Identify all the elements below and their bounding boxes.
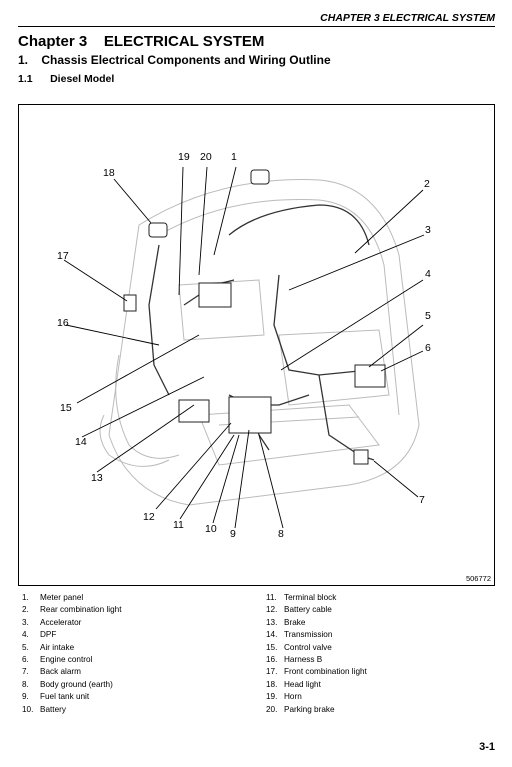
legend-label: Body ground (earth) (40, 679, 113, 689)
legend-item: 20. Parking brake (266, 704, 367, 716)
legend-label: Head light (284, 679, 321, 689)
legend-num: 12. (266, 605, 278, 615)
legend-item: 16. Harness B (266, 654, 367, 666)
legend-item: 10. Battery (22, 704, 121, 716)
legend-num: 5. (22, 642, 29, 652)
legend-num: 9. (22, 692, 29, 702)
legend-num: 11. (266, 593, 277, 602)
callout-13: 13 (91, 472, 103, 484)
legend-num: 10. (22, 704, 34, 714)
legend-num: 18. (266, 679, 278, 689)
legend-label: Front combination light (284, 667, 367, 677)
callout-9: 9 (230, 528, 236, 540)
page-number: 3-1 (479, 741, 495, 753)
legend-item: 18. Head light (266, 679, 367, 691)
legend-num: 17. (266, 667, 278, 677)
wiring-figure: 1 2 3 4 5 6 7 8 9 10 11 12 13 14 15 16 1… (18, 104, 495, 586)
callout-16: 16 (57, 317, 69, 329)
legend-num: 20. (266, 704, 278, 714)
legend-item: 14. Transmission (266, 629, 367, 641)
callout-12: 12 (143, 511, 155, 523)
legend-num: 8. (22, 679, 29, 689)
legend-item: 5. Air intake (22, 642, 121, 654)
chapter-title: Chapter 3 ELECTRICAL SYSTEM (18, 33, 265, 50)
legend-item: 19. Horn (266, 691, 367, 703)
legend-label: Horn (284, 692, 302, 702)
legend-label: Back alarm (40, 667, 81, 677)
legend-left: 1. Meter panel 2. Rear combination light 3… (22, 592, 121, 716)
legend-label: Meter panel (40, 593, 84, 602)
legend-num: 4. (22, 630, 29, 640)
legend-label: DPF (40, 630, 57, 640)
callout-17: 17 (57, 250, 69, 262)
chapter-header: CHAPTER 3 ELECTRICAL SYSTEM (320, 12, 495, 24)
legend-item: 7. Back alarm (22, 666, 121, 678)
legend-item: 6. Engine control (22, 654, 121, 666)
callout-5: 5 (425, 310, 431, 322)
legend-label: Rear combination light (40, 605, 122, 615)
header-rule (18, 26, 495, 27)
legend-label: Brake (284, 617, 306, 627)
legend-item: 13. Brake (266, 617, 367, 629)
callout-19: 19 (178, 151, 190, 163)
section-title: 1. Chassis Electrical Components and Wir… (18, 53, 331, 67)
legend-item: 8. Body ground (earth) (22, 679, 121, 691)
subsection-title: 1.1 Diesel Model (18, 73, 115, 85)
callout-3: 3 (425, 224, 431, 236)
callout-4: 4 (425, 268, 431, 280)
legend-label: Terminal block (284, 593, 337, 602)
legend-item: 3. Accelerator (22, 617, 121, 629)
legend-item: 15. Control valve (266, 642, 367, 654)
legend-label: Battery cable (284, 605, 332, 615)
legend-item: 1. Meter panel (22, 592, 121, 604)
legend-label: Parking brake (284, 704, 335, 714)
legend-num: 1. (22, 593, 29, 602)
legend-num: 14. (266, 630, 278, 640)
legend-label: Battery (40, 704, 66, 714)
callout-15: 15 (60, 402, 72, 414)
callout-7: 7 (419, 494, 425, 506)
legend-num: 15. (266, 642, 278, 652)
legend-num: 13. (266, 617, 278, 627)
legend-num: 3. (22, 617, 29, 627)
legend-item: 4. DPF (22, 629, 121, 641)
legend-label: Harness B (284, 655, 323, 665)
callout-14: 14 (75, 436, 87, 448)
callout-18: 18 (103, 167, 115, 179)
legend-num: 6. (22, 655, 29, 665)
figure-id: 506772 (465, 574, 491, 583)
legend-item: 9. Fuel tank unit (22, 691, 121, 703)
legend-item: 12. Battery cable (266, 604, 367, 616)
callout-8: 8 (278, 528, 284, 540)
legend-num: 16. (266, 655, 278, 665)
callout-10: 10 (205, 523, 217, 535)
callout-6: 6 (425, 342, 431, 354)
wiring-illustration: 1 2 3 4 5 6 7 8 9 10 11 12 13 14 15 16 1… (57, 151, 431, 540)
legend-item: 2. Rear combination light (22, 604, 121, 616)
legend-num: 2. (22, 605, 29, 615)
legend-label: Air intake (40, 642, 75, 652)
legend-item: 11. Terminal block (266, 592, 367, 604)
legend-num: 19. (266, 692, 278, 702)
legend-right: 11. Terminal block 12. Battery cable 13. Br… (266, 592, 367, 716)
legend-label: Engine control (40, 655, 93, 665)
legend-label: Control valve (284, 642, 332, 652)
legend-label: Accelerator (40, 617, 82, 627)
legend-label: Transmission (284, 630, 333, 640)
callout-20: 20 (200, 151, 212, 163)
legend-item: 17. Front combination light (266, 666, 367, 678)
callout-11: 11 (173, 519, 184, 531)
legend-num: 7. (22, 667, 29, 677)
callout-2: 2 (424, 178, 430, 190)
callout-1: 1 (231, 151, 237, 163)
legend-label: Fuel tank unit (40, 692, 90, 702)
